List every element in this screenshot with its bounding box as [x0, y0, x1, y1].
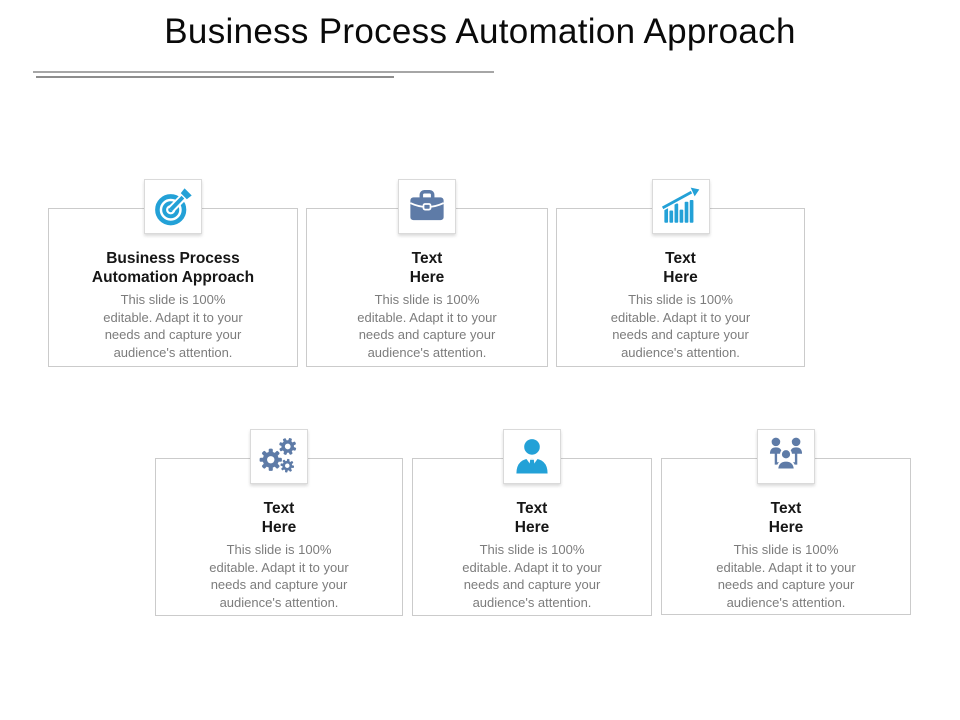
icon-box [503, 429, 561, 484]
title-underline-primary [33, 71, 494, 73]
card-heading: Text Here [768, 500, 804, 536]
card-heading: Business Process Automation Approach [91, 250, 255, 286]
icon-box [757, 429, 815, 484]
card-text-here-chart: Text Here This slide is 100% editable. A… [556, 179, 805, 367]
card-body: This slide is 100% editable. Adapt it to… [610, 292, 751, 360]
slide-title: Business Process Automation Approach [164, 12, 796, 51]
bar-chart-growth-icon [660, 185, 701, 223]
card-text-here-gears: Text Here This slide is 100% editable. A… [155, 429, 403, 616]
card-body: This slide is 100% editable. Adapt it to… [716, 542, 856, 610]
gears-icon [259, 434, 299, 474]
target-dart-icon [155, 185, 194, 225]
team-org-icon [769, 437, 803, 470]
briefcase-icon [409, 189, 445, 220]
icon-box [144, 179, 202, 234]
icon-box [651, 179, 710, 234]
icon-box [250, 429, 308, 484]
card-text-here-person: Text Here This slide is 100% editable. A… [412, 429, 652, 616]
card-body: This slide is 100% editable. Adapt it to… [462, 542, 602, 610]
card-text-here-briefcase: Text Here This slide is 100% editable. A… [306, 179, 548, 367]
businessman-icon [516, 438, 548, 473]
card-body: This slide is 100% editable. Adapt it to… [209, 542, 349, 610]
card-heading: Text Here [514, 500, 550, 536]
card-body: This slide is 100% editable. Adapt it to… [103, 292, 243, 360]
card-heading: Text Here [261, 500, 297, 536]
card-body: This slide is 100% editable. Adapt it to… [357, 292, 497, 360]
card-text-here-team: Text Here This slide is 100% editable. A… [661, 429, 911, 615]
title-underline-secondary [36, 76, 394, 78]
icon-box [398, 179, 456, 234]
card-heading: Text Here [409, 250, 445, 286]
card-heading: Text Here [663, 250, 698, 286]
card-business-process: Business Process Automation Approach Thi… [48, 179, 298, 367]
